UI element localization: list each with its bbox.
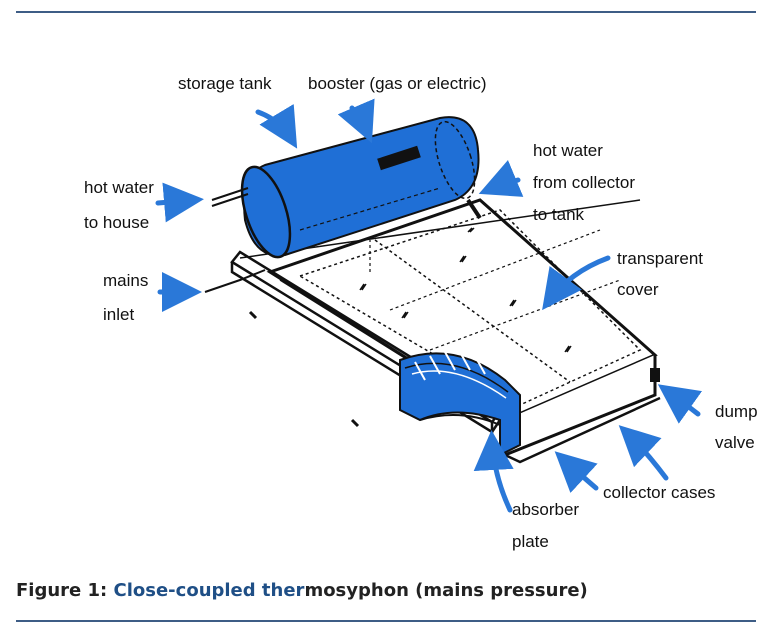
mains-inlet-pipe [204, 269, 266, 293]
label-dump-valve-1: dump [715, 402, 758, 421]
riser-pipe [466, 198, 482, 220]
caption-rest: mosyphon (mains pressure) [304, 580, 588, 601]
mounting-mark-1 [248, 310, 258, 320]
arrow-dump-valve [657, 384, 703, 424]
arrow-hot-water-house [155, 182, 204, 223]
caption-accent: Close-coupled ther [113, 580, 305, 601]
label-mains-inlet-1: mains [103, 271, 148, 290]
label-hot-collector-3: to tank [533, 205, 585, 224]
arrow-collector-cases-2 [554, 451, 599, 494]
arrow-booster [337, 98, 375, 144]
labels: storage tank booster (gas or electric) h… [84, 74, 758, 551]
arrow-absorber-plate [473, 430, 514, 513]
arrow-storage-tank [255, 103, 298, 149]
mounting-mark-2 [350, 418, 360, 428]
bottom-rule [16, 620, 756, 622]
label-absorber-plate-1: absorber [512, 500, 579, 519]
label-hot-collector-2: from collector [533, 173, 635, 192]
label-hot-water-house-2: to house [84, 213, 149, 232]
glare-marks [359, 227, 572, 353]
dump-valve [650, 368, 660, 382]
hot-water-outlet-pipe [211, 187, 249, 207]
arrow-transparent-cover [542, 255, 611, 311]
arrow-hot-water-collector [478, 160, 524, 197]
label-absorber-plate-2: plate [512, 532, 549, 551]
storage-tank [240, 116, 480, 259]
absorber-plate [399, 351, 521, 457]
label-hot-collector-1: hot water [533, 141, 603, 160]
top-rule [16, 11, 756, 13]
label-storage-tank: storage tank [178, 74, 272, 93]
label-hot-water-house-1: hot water [84, 178, 154, 197]
caption-prefix: Figure 1: [16, 580, 114, 601]
figure-caption: Figure 1: Close-coupled thermosyphon (ma… [16, 580, 588, 601]
arrow-collector-cases [618, 425, 669, 481]
label-transparent-cover-1: transparent [617, 249, 703, 268]
label-dump-valve-2: valve [715, 433, 755, 452]
label-arrows [155, 98, 703, 513]
label-collector-cases: collector cases [603, 483, 715, 502]
label-booster: booster (gas or electric) [308, 74, 487, 93]
label-mains-inlet-2: inlet [103, 305, 134, 324]
label-transparent-cover-2: cover [617, 280, 659, 299]
booster-element [377, 145, 421, 171]
